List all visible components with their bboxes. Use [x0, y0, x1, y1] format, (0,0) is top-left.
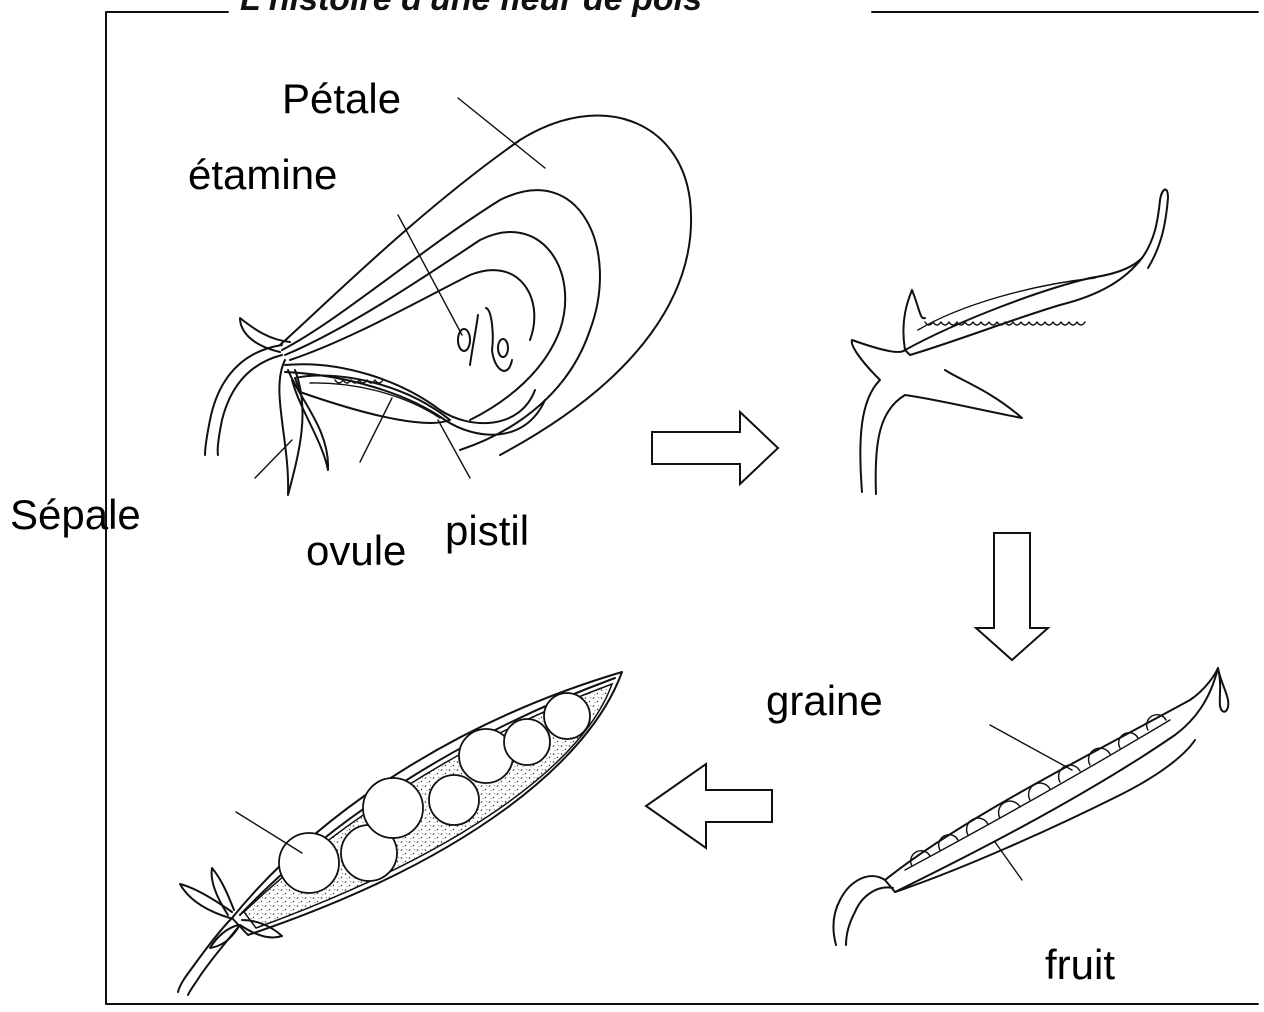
open-pod-with-peas-drawing	[178, 672, 622, 995]
label-graine: graine	[766, 680, 883, 722]
arrow-down	[976, 533, 1048, 660]
label-ovule: ovule	[306, 530, 406, 572]
label-pistil: pistil	[445, 510, 529, 552]
mature-pod-drawing	[833, 668, 1228, 945]
diagram-title: L'histoire d'une fleur de pois	[240, 0, 702, 18]
label-sepale: Sépale	[10, 494, 141, 536]
young-pod-drawing	[852, 190, 1168, 494]
arrow-right	[652, 412, 778, 484]
label-petale: Pétale	[282, 78, 401, 120]
arrow-left	[646, 764, 772, 848]
label-fruit: fruit	[1045, 944, 1115, 986]
label-etamine: étamine	[188, 154, 337, 196]
